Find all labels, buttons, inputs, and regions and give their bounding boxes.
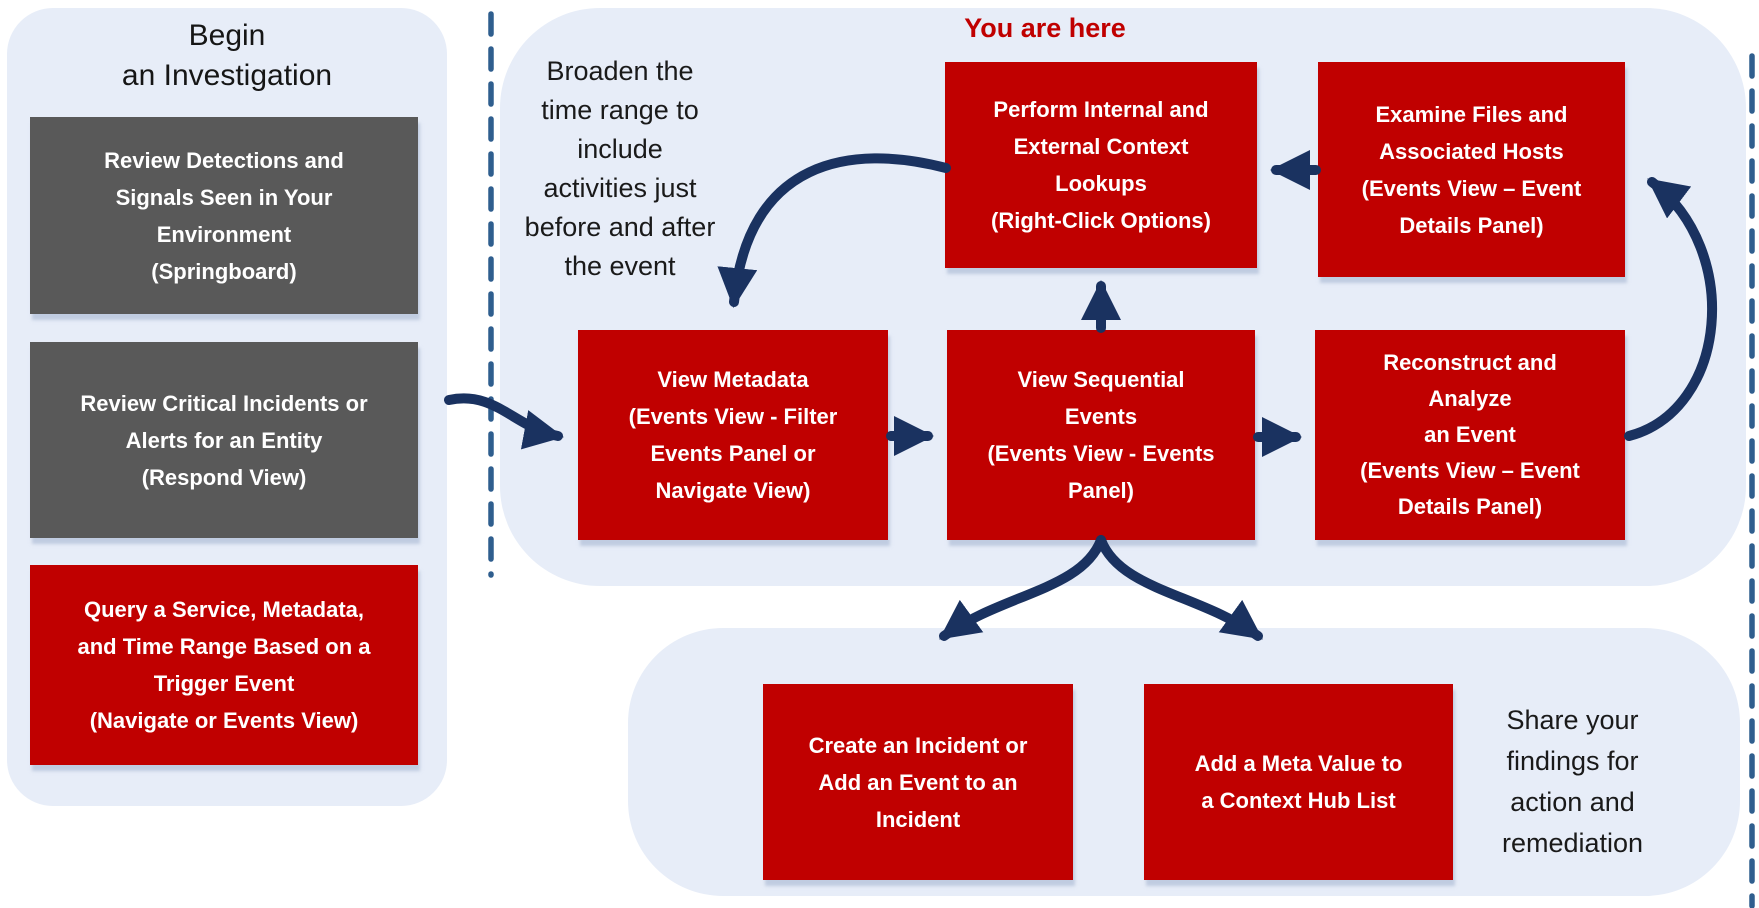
share-findings-note: Share your findings for action and remed… bbox=[1501, 705, 1644, 858]
step-query-service: Query a Service, Metadata, and Time Rang… bbox=[30, 565, 418, 765]
arrow-begin-to-view-metadata bbox=[444, 393, 564, 450]
arrow-sequential-to-add-meta bbox=[1096, 535, 1263, 641]
step-view-sequential-events: View Sequential Events (Events View - Ev… bbox=[947, 330, 1255, 540]
arrow-reconstruct-to-examine bbox=[1624, 177, 1718, 441]
step-review-incidents: Review Critical Incidents or Alerts for … bbox=[30, 342, 418, 538]
step-context-lookups: Perform Internal and External Context Lo… bbox=[945, 62, 1257, 268]
broaden-time-range-note: Broaden the time range to include activi… bbox=[524, 56, 716, 281]
step-reconstruct-analyze: Reconstruct and Analyze an Event (Events… bbox=[1315, 330, 1625, 540]
step-create-incident: Create an Incident or Add an Event to an… bbox=[763, 684, 1073, 880]
step-examine-files: Examine Files and Associated Hosts (Even… bbox=[1318, 62, 1625, 277]
arrow-lookups-to-view-metadata bbox=[717, 153, 951, 308]
arrow-sequential-to-create-incident bbox=[939, 535, 1106, 641]
step-review-detections: Review Detections and Signals Seen in Yo… bbox=[30, 117, 418, 314]
begin-investigation-title: Begin an Investigation bbox=[121, 19, 333, 92]
step-add-meta-value: Add a Meta Value to a Context Hub List bbox=[1144, 684, 1453, 880]
step-view-metadata: View Metadata (Events View - Filter Even… bbox=[578, 330, 888, 540]
you-are-here-marker: You are here bbox=[964, 13, 1126, 43]
